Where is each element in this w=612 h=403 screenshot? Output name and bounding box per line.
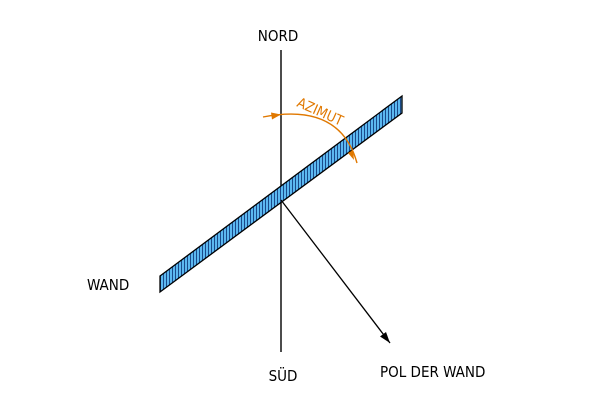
azimuth-arrowhead-start — [271, 112, 281, 120]
wall-band — [159, 94, 403, 294]
azimuth-arrowhead-end — [348, 150, 354, 160]
wall-label: WAND — [87, 276, 129, 294]
pole-arrowhead — [380, 332, 390, 343]
pole-label: POL DER WAND — [380, 363, 485, 381]
pole-direction-line — [280, 199, 391, 344]
north-label: NORD — [258, 27, 298, 45]
azimuth-label: AZIMUT — [294, 95, 345, 130]
south-label: SÜD — [269, 366, 298, 385]
